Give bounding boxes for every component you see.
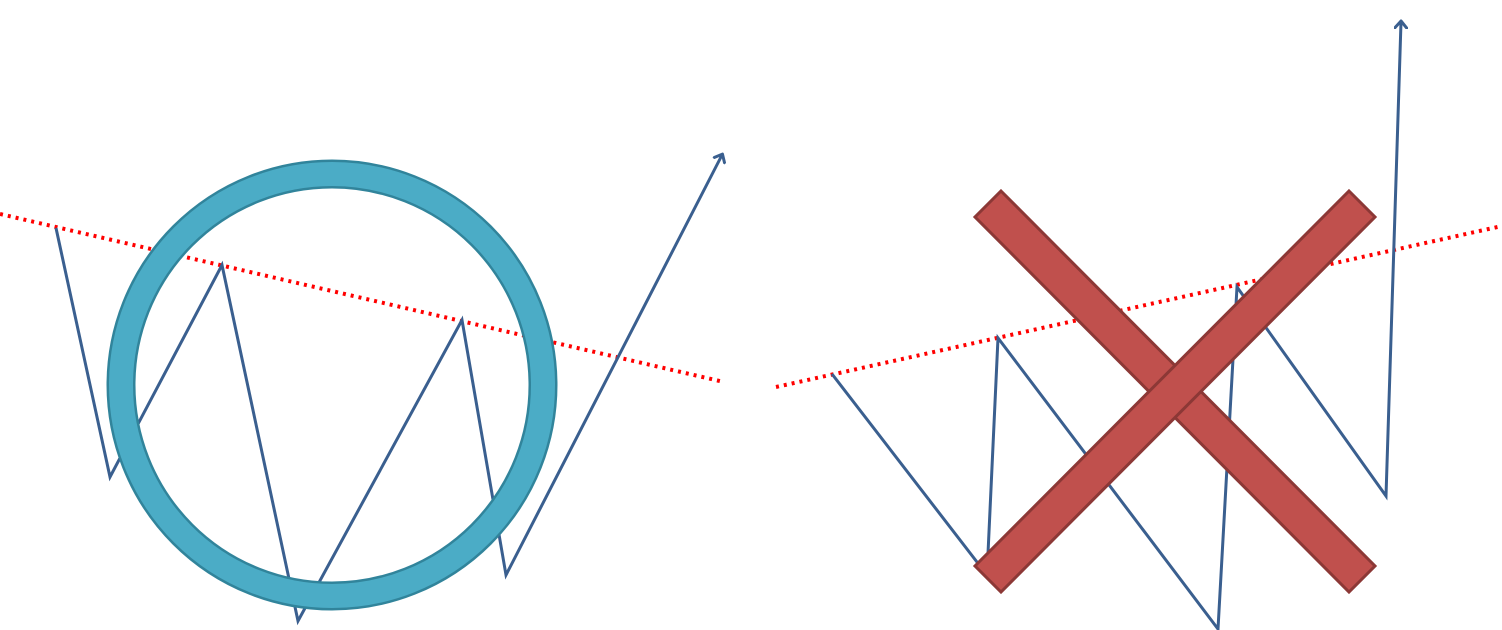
left-panel bbox=[0, 155, 724, 626]
circle-check-icon bbox=[106, 159, 558, 611]
left-price-path bbox=[54, 155, 722, 626]
cross-center bbox=[1153, 370, 1197, 414]
cross-x-icon bbox=[972, 188, 1378, 595]
right-panel bbox=[775, 22, 1502, 630]
